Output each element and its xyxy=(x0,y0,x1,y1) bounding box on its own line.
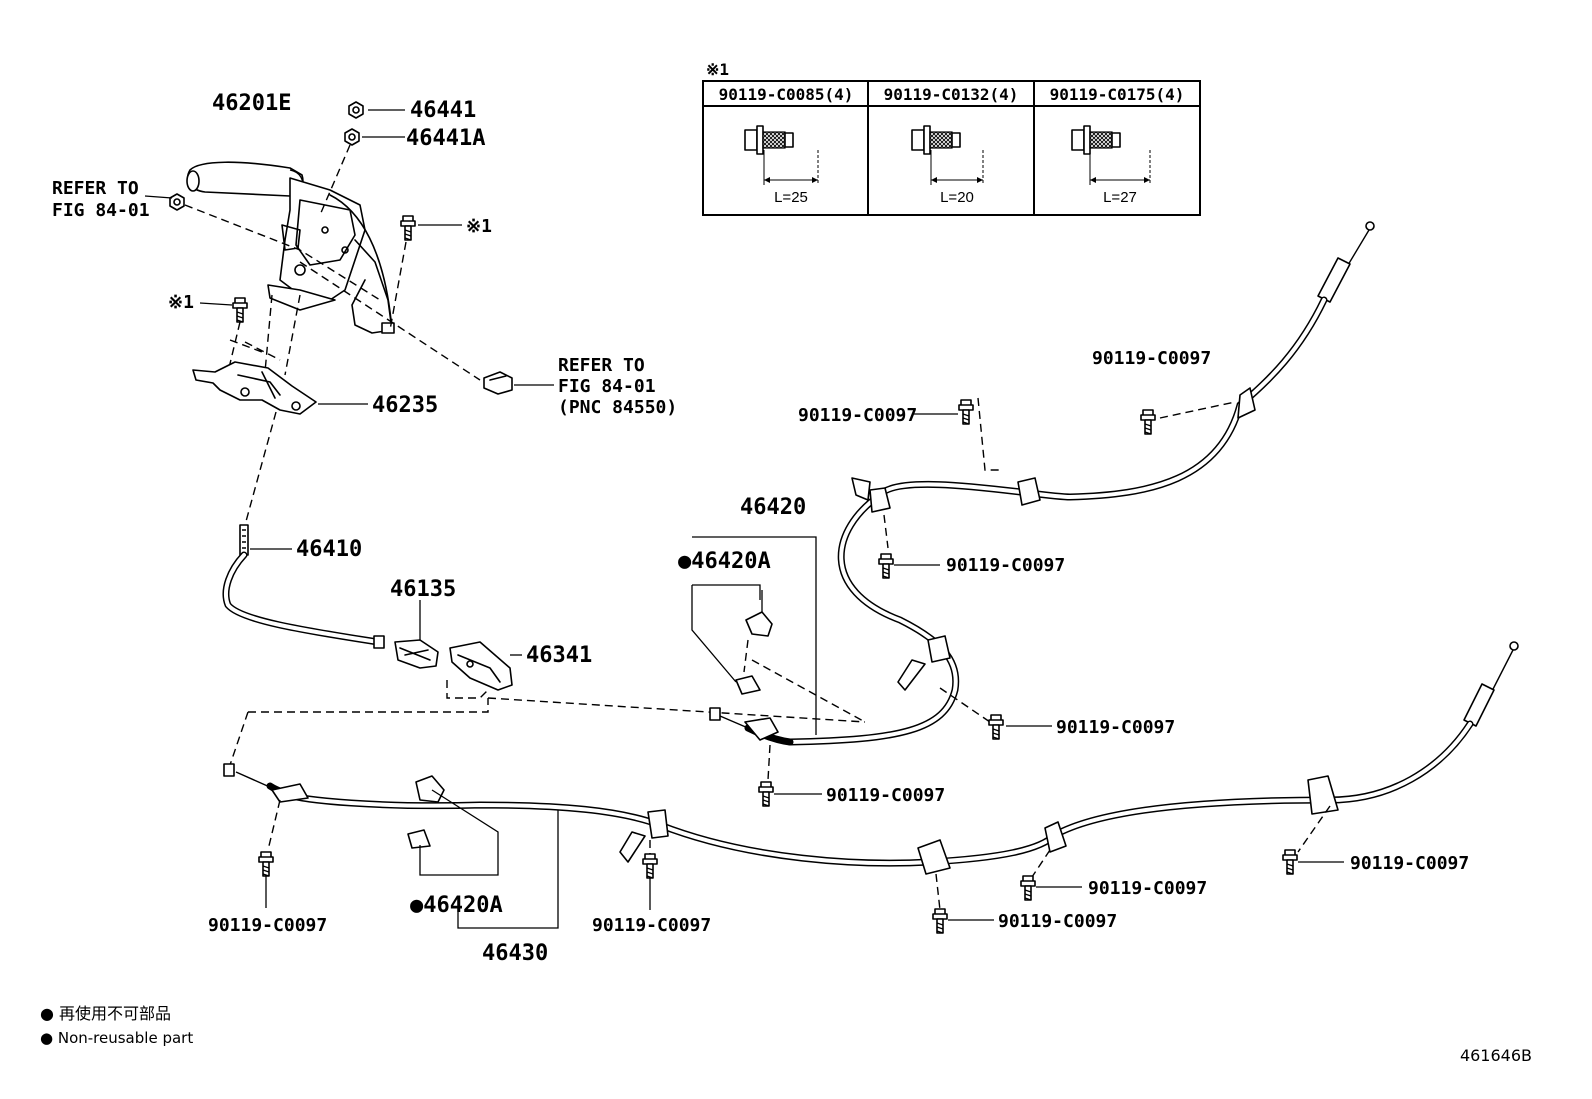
label-bolt: 90119-C0097 xyxy=(998,911,1117,932)
figure-id: 461646B xyxy=(1460,1046,1532,1065)
label-joint: 46341 xyxy=(526,643,592,668)
bolt-icon xyxy=(232,297,248,323)
label-bolt: 90119-C0097 xyxy=(1088,878,1207,899)
nut-icon xyxy=(348,101,364,119)
front-cable-46410 xyxy=(222,524,385,649)
bolt-icon xyxy=(932,908,948,934)
joint-46341 xyxy=(449,641,513,691)
bolt-icon xyxy=(988,714,1004,740)
right-rear-cable-46420 xyxy=(709,221,1375,746)
label-equalizer: 46135 xyxy=(390,577,456,602)
label-left-cable: 46430 xyxy=(482,941,548,966)
bolt-icon xyxy=(958,399,974,425)
label-bolt: 90119-C0097 xyxy=(826,785,945,806)
equalizer-46135 xyxy=(394,639,439,669)
refer-clip xyxy=(483,371,513,395)
label-nut-46441: 46441 xyxy=(410,98,476,123)
label-refer-mid-line1: REFER TO xyxy=(558,355,645,376)
label-refer-mid-line3: (PNC 84550) xyxy=(558,397,677,418)
table-note-marker: ※1 xyxy=(706,60,729,79)
label-clamp-lower: ●46420A xyxy=(410,893,503,918)
label-nut-46441A: 46441A xyxy=(406,126,485,151)
label-bolt: 90119-C0097 xyxy=(1056,717,1175,738)
label-note-left: ※1 xyxy=(168,292,194,313)
table-column-3: 90119-C0175(4) L=27 xyxy=(1050,85,1185,206)
label-refer-top-line1: REFER TO xyxy=(52,178,139,199)
label-refer-top-line2: FIG 84-01 xyxy=(52,200,150,221)
legend-english: ● Non-reusable part xyxy=(40,1029,193,1047)
bolt-length-table: ※1 90119-C0085(4) L=25 90119-C0132(4) L=… xyxy=(702,60,1201,216)
clamp-46420A-upper xyxy=(735,611,773,695)
label-lever: 46201E xyxy=(212,91,291,116)
table-part-number: 90119-C0132(4) xyxy=(884,85,1019,104)
bolt-icon xyxy=(258,851,274,877)
label-bolt: 90119-C0097 xyxy=(1092,348,1211,369)
bolt-icon xyxy=(400,215,416,241)
label-bracket: 46235 xyxy=(372,393,438,418)
bracket-46235 xyxy=(192,361,317,415)
label-right-cable: 46420 xyxy=(740,495,806,520)
table-bolt-length: L=20 xyxy=(940,189,974,206)
bolt-icon xyxy=(1140,409,1156,435)
bolt-icon xyxy=(1282,849,1298,875)
callout-labels: 46201E 46441 46441A REFER TO FIG 84-01 ※… xyxy=(52,91,1469,966)
label-bolt: 90119-C0097 xyxy=(946,555,1065,576)
table-column-1: 90119-C0085(4) L=25 xyxy=(719,85,854,206)
bolt-icon xyxy=(1020,875,1036,901)
legend-japanese: ● 再使用不可部品 xyxy=(40,1004,171,1023)
table-column-2: 90119-C0132(4) L=20 xyxy=(884,85,1019,206)
legend: ● 再使用不可部品 ● Non-reusable part xyxy=(40,1004,193,1047)
table-bolt-length: L=25 xyxy=(774,189,808,206)
label-bolt: 90119-C0097 xyxy=(592,915,711,936)
label-front-cable: 46410 xyxy=(296,537,362,562)
label-clamp-upper: ●46420A xyxy=(678,549,771,574)
label-bolt: 90119-C0097 xyxy=(208,915,327,936)
parking-brake-lever-assembly xyxy=(186,161,395,334)
table-part-number: 90119-C0085(4) xyxy=(719,85,854,104)
table-part-number: 90119-C0175(4) xyxy=(1050,85,1185,104)
nut-icon xyxy=(344,128,360,146)
nut-icon xyxy=(169,193,185,211)
left-rear-cable-46430 xyxy=(223,641,1519,875)
bolt-icon xyxy=(758,781,774,807)
table-bolt-length: L=27 xyxy=(1103,189,1137,206)
bolt-icon xyxy=(878,553,894,579)
label-refer-mid-line2: FIG 84-01 xyxy=(558,376,656,397)
bolt-icon xyxy=(642,853,658,879)
clamp-46420A-lower xyxy=(407,775,445,849)
label-note-right: ※1 xyxy=(466,216,492,237)
label-bolt: 90119-C0097 xyxy=(798,405,917,426)
label-bolt: 90119-C0097 xyxy=(1350,853,1469,874)
